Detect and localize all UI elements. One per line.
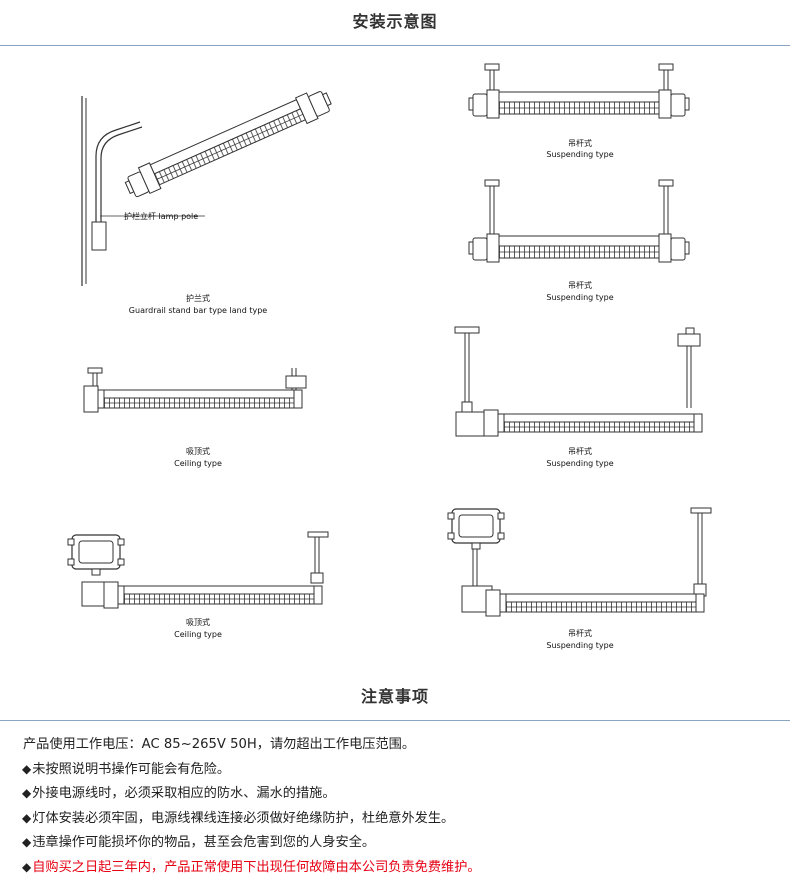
caption-zh-guardrail: 护兰式 bbox=[186, 293, 210, 303]
caption-en-suspending-2: Suspending type bbox=[546, 293, 613, 302]
figure-suspending-1 bbox=[468, 63, 690, 119]
figure-suspending-3 bbox=[454, 326, 703, 437]
note-warranty: ◆自购买之日起三年内，产品正常使用下出现任何故障由本公司负责免费维护。 bbox=[22, 855, 782, 880]
figure-ceiling-2 bbox=[67, 531, 329, 609]
note-safety: ◆违章操作可能损坏你的物品，甚至会危害到您的人身安全。 bbox=[22, 830, 782, 855]
caption-en-guardrail: Guardrail stand bar type land type bbox=[129, 306, 267, 315]
figure-ceiling-1 bbox=[83, 367, 307, 413]
figure-suspending-2 bbox=[468, 179, 690, 263]
divider-notes bbox=[0, 720, 790, 721]
bullet-icon: ◆ bbox=[22, 786, 32, 800]
caption-zh-suspending-2: 吊杆式 bbox=[568, 280, 592, 290]
install-diagram-title: 安装示意图 bbox=[352, 12, 438, 31]
bullet-icon: ◆ bbox=[22, 859, 32, 874]
bullet-icon: ◆ bbox=[22, 761, 32, 776]
notes-list: 产品使用工作电压：AC 85~265V 50H，请勿超出工作电压范围。 ◆未按照… bbox=[22, 732, 782, 879]
note-manual: ◆未按照说明书操作可能会有危险。 bbox=[22, 757, 782, 782]
note-text: 外接电源线时，必须采取相应的防水、漏水的措施。 bbox=[32, 786, 336, 801]
notes-title: 注意事项 bbox=[360, 687, 429, 706]
caption-en-ceiling-2: Ceiling type bbox=[174, 630, 222, 639]
note-insulation: ◆灯体安装必须牢固，电源线裸线连接必须做好绝缘防护，杜绝意外发生。 bbox=[22, 806, 782, 831]
note-voltage: 产品使用工作电压：AC 85~265V 50H，请勿超出工作电压范围。 bbox=[22, 732, 782, 757]
note-text: 违章操作可能损坏你的物品，甚至会危害到您的人身安全。 bbox=[32, 835, 376, 850]
caption-zh-ceiling-1: 吸顶式 bbox=[186, 446, 210, 456]
caption-en-suspending-4: Suspending type bbox=[546, 641, 613, 650]
caption-en-ceiling-1: Ceiling type bbox=[174, 459, 222, 468]
pole-label: 护栏立杆 lamp pole bbox=[124, 211, 198, 221]
caption-zh-suspending-3: 吊杆式 bbox=[568, 446, 592, 456]
bullet-icon: ◆ bbox=[22, 835, 32, 849]
figure-guardrail-type bbox=[81, 85, 335, 286]
note-text: 自购买之日起三年内，产品正常使用下出现任何故障由本公司负责免费维护。 bbox=[32, 859, 481, 875]
divider-top bbox=[0, 45, 790, 46]
caption-zh-suspending-4: 吊杆式 bbox=[568, 628, 592, 638]
caption-en-suspending-3: Suspending type bbox=[546, 459, 613, 468]
caption-en-suspending-1: Suspending type bbox=[546, 150, 613, 159]
note-waterproof: ◆外接电源线时，必须采取相应的防水、漏水的措施。 bbox=[22, 781, 782, 806]
note-text: 未按照说明书操作可能会有危险。 bbox=[32, 761, 231, 777]
caption-zh-suspending-1: 吊杆式 bbox=[568, 138, 592, 148]
note-text: 产品使用工作电压：AC 85~265V 50H，请勿超出工作电压范围。 bbox=[23, 737, 416, 752]
installation-diagrams: 护栏立杆 lamp pole 护兰式 Guardrail stand bar t… bbox=[67, 63, 712, 650]
figure-suspending-4 bbox=[447, 507, 712, 617]
caption-zh-ceiling-2: 吸顶式 bbox=[186, 617, 210, 627]
note-text: 灯体安装必须牢固，电源线裸线连接必须做好绝缘防护，杜绝意外发生。 bbox=[32, 810, 455, 826]
bullet-icon: ◆ bbox=[22, 810, 32, 825]
